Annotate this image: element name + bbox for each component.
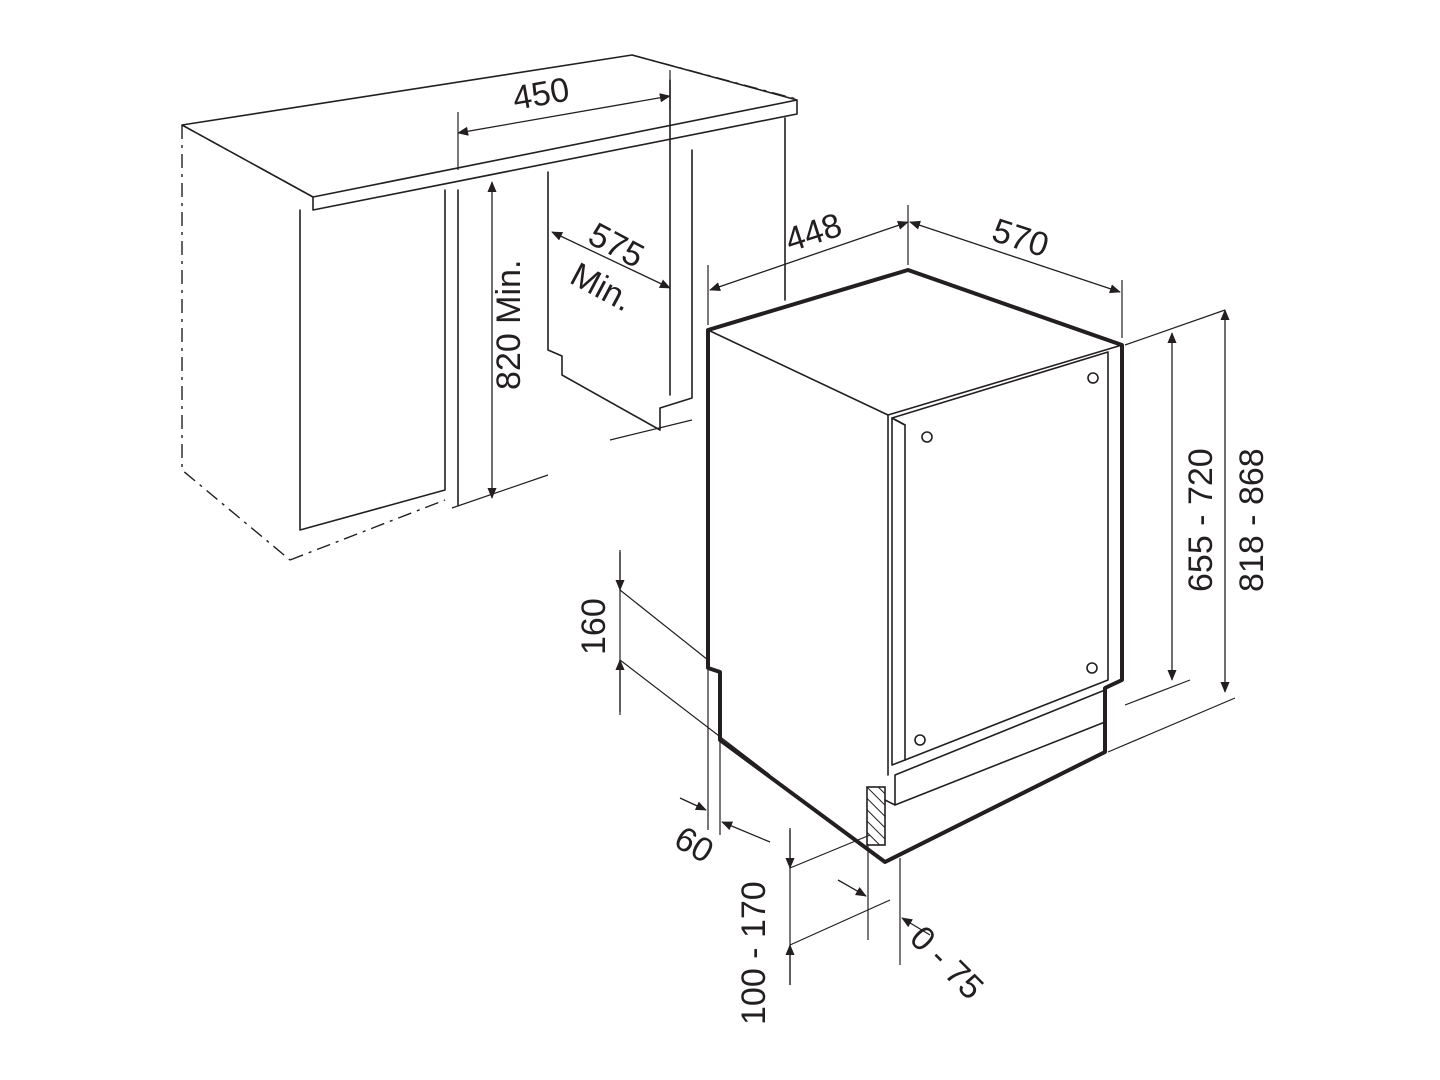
label-appliance-width: 448 [781, 206, 847, 260]
left-cabinet-panel [299, 189, 446, 531]
label-cabinet-width: 450 [510, 71, 572, 118]
dishwasher-top-edge [707, 329, 1123, 416]
dim-door-offset-left [837, 879, 867, 897]
dim-appliance-width [709, 220, 909, 292]
cabinet-dimensions [457, 70, 671, 499]
dishwasher-outline [706, 268, 1124, 864]
label-cabinet-height: 820 Min. [490, 260, 528, 390]
plinth [884, 689, 1106, 806]
ext-line [619, 589, 709, 661]
dim-cabinet-depth [551, 231, 671, 289]
label-appliance-height-outer: 818 - 868 [1233, 448, 1271, 592]
dim-cabinet-width [457, 93, 671, 136]
appliance-dimensions [615, 205, 1236, 985]
ext-line [619, 659, 771, 776]
dishwasher-body [706, 268, 1124, 864]
niche-side-wall [457, 149, 693, 506]
niche-floor [451, 419, 693, 509]
ext-line [1124, 679, 1191, 706]
label-appliance-depth: 570 [988, 211, 1054, 265]
ext-line [1124, 309, 1226, 346]
dim-plinth-recess-left [679, 797, 707, 811]
door-panel [891, 351, 1109, 761]
ext-line [1107, 697, 1236, 753]
dim-appliance-depth [909, 220, 1121, 294]
door-fixing-hole [1086, 662, 1098, 674]
dim-door-offset-right [901, 917, 931, 936]
door-panel-edge [891, 417, 906, 766]
label-plinth-height: 160 [575, 598, 613, 655]
label-plinth-range: 100 - 170 [735, 881, 773, 1025]
ext-line [789, 834, 871, 869]
door-fixing-hole [914, 734, 926, 746]
plinth-hatch [866, 786, 886, 846]
label-appliance-height-inner: 655 - 720 [1182, 448, 1220, 592]
ext-line [789, 899, 891, 946]
dim-plinth-recess-right [721, 821, 771, 843]
countertop [181, 54, 798, 211]
door-fixing-hole [1087, 372, 1099, 384]
label-plinth-recess: 60 [668, 819, 720, 871]
label-door-offset: 0 - 75 [902, 919, 990, 1007]
door-fixing-hole [921, 431, 933, 443]
